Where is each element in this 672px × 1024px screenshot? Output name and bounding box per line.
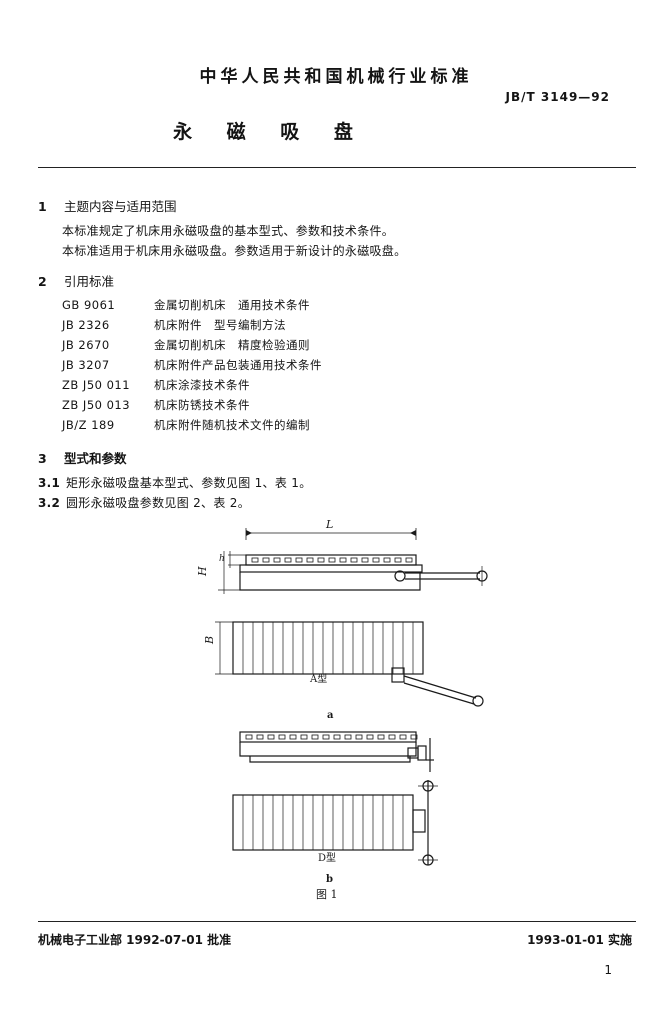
section-2-heading: 2 引用标准: [38, 271, 114, 290]
reference-name: 机床防锈技术条件: [154, 398, 250, 412]
standard-code: JB/T 3149—92: [505, 90, 610, 104]
page-number: 1: [604, 963, 612, 977]
clause-text: 矩形永磁吸盘基本型式、参数见图 1、表 1。: [66, 476, 312, 490]
reference-name: 机床附件随机技术文件的编制: [154, 418, 310, 432]
document-title: 永 磁 吸 盘: [173, 121, 367, 143]
dimension-h-lower-label: h: [219, 554, 225, 564]
paragraph: 本标准规定了机床用永磁吸盘的基本型式、参数和技术条件。: [62, 224, 395, 238]
subfigure-a-label: a: [327, 710, 334, 721]
reference-item: GB 9061 金属切削机床 通用技术条件: [62, 297, 322, 317]
reference-name: 金属切削机床 精度检验通则: [154, 338, 310, 352]
section-3-heading: 3 型式和参数: [38, 448, 127, 467]
reference-item: JB 2670 金属切削机床 精度检验通则: [62, 337, 322, 357]
reference-code: JB/Z 189: [62, 418, 115, 432]
section-title: 主题内容与适用范围: [64, 199, 177, 214]
reference-code: JB 3207: [62, 358, 110, 372]
type-d-plan-view: D型 b 图 1: [232, 780, 438, 901]
pole-strips-d: [242, 795, 404, 850]
implementation-date: 1993-01-01 实施: [527, 933, 632, 947]
header-rule: [38, 167, 636, 168]
reference-name: 机床涂漆技术条件: [154, 378, 250, 392]
type-a-label: A型: [309, 672, 327, 685]
reference-name: 机床附件 型号编制方法: [154, 318, 286, 332]
clause-3-2: 3.2 圆形永磁吸盘参数见图 2、表 2。: [38, 494, 250, 511]
section-number: 2: [38, 274, 47, 289]
approval-note: 机械电子工业部 1992-07-01 批准: [38, 933, 232, 947]
reference-code: ZB J50 011: [62, 378, 131, 392]
type-d-side-view: [239, 731, 434, 772]
figure-1-drawing: L H h B A型 a: [196, 518, 488, 901]
subfigure-b-label: b: [326, 874, 333, 885]
reference-code: ZB J50 013: [62, 398, 131, 412]
standard-organization: 中华人民共和国机械行业标准: [199, 67, 473, 87]
section-title: 型式和参数: [64, 451, 127, 466]
reference-item: JB/Z 189 机床附件随机技术文件的编制: [62, 417, 322, 437]
reference-item: JB 3207 机床附件产品包装通用技术条件: [62, 357, 322, 377]
dimension-b-label: B: [203, 636, 216, 645]
slot-pattern-top: [251, 557, 413, 563]
reference-name: 机床附件产品包装通用技术条件: [154, 358, 322, 372]
type-a-side-view: L H h: [196, 518, 488, 594]
section-title: 引用标准: [64, 274, 115, 289]
section-1-heading: 1 主题内容与适用范围: [38, 196, 177, 215]
slot-pattern-top-d: [245, 734, 418, 740]
clause-number: 3.1: [38, 476, 61, 490]
dimension-h-upper-label: H: [196, 566, 209, 577]
type-d-label: D型: [318, 851, 336, 864]
clause-3-1: 3.1 矩形永磁吸盘基本型式、参数见图 1、表 1。: [38, 474, 312, 491]
reference-item: JB 2326 机床附件 型号编制方法: [62, 317, 322, 337]
clause-text: 圆形永磁吸盘参数见图 2、表 2。: [66, 496, 250, 510]
reference-item: ZB J50 011 机床涂漆技术条件: [62, 377, 322, 397]
reference-code: JB 2326: [62, 318, 110, 332]
reference-name: 金属切削机床 通用技术条件: [154, 298, 310, 312]
paragraph: 本标准适用于机床用永磁吸盘。参数适用于新设计的永磁吸盘。: [62, 244, 407, 258]
section-number: 3: [38, 451, 47, 466]
reference-code: JB 2670: [62, 338, 110, 352]
pole-strips-a: [242, 622, 414, 674]
figure-caption: 图 1: [316, 888, 338, 901]
reference-code: GB 9061: [62, 298, 116, 312]
clause-number: 3.2: [38, 496, 61, 510]
section-number: 1: [38, 199, 47, 214]
footer-rule: [38, 921, 636, 922]
dimension-l-label: L: [325, 518, 333, 531]
reference-item: ZB J50 013 机床防锈技术条件: [62, 397, 322, 417]
type-a-plan-view: B A型 a: [203, 621, 484, 721]
